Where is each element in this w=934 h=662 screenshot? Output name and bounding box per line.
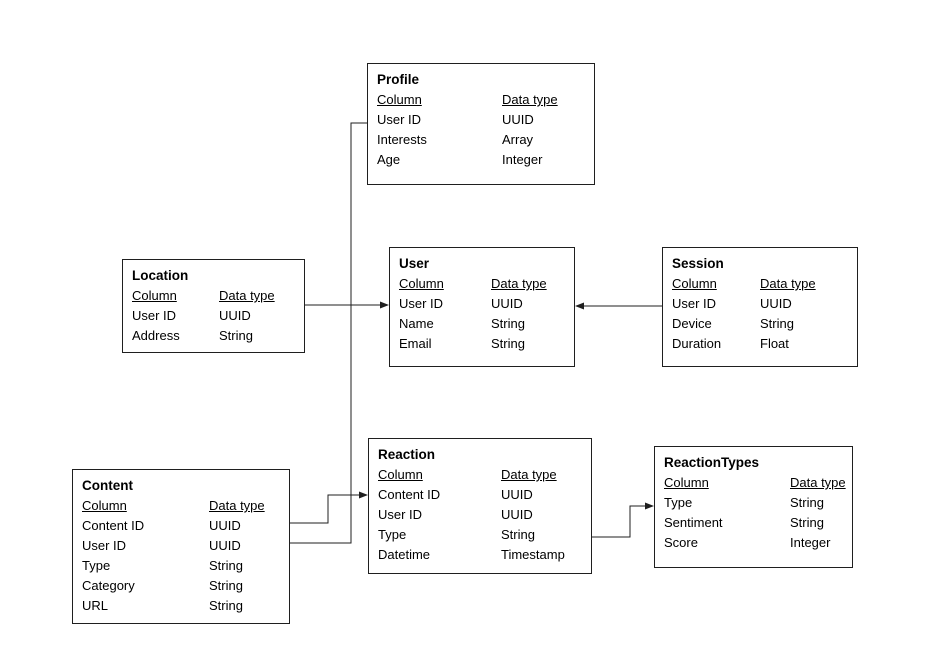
arrowhead-into-reaction [359,491,368,499]
column-datatype: UUID [760,296,792,311]
column-datatype: Array [502,132,534,147]
column-datatype: String [209,598,243,613]
column-datatype: Timestamp [501,547,565,562]
column-datatype: UUID [209,538,241,553]
column-header: Column [664,475,709,490]
column-name: Content ID [82,518,145,533]
column-name: User ID [132,308,177,323]
column-name: User ID [377,112,422,127]
column-header: Column [132,288,177,303]
column-name: User ID [399,296,444,311]
column-name: User ID [378,507,423,522]
column-datatype: UUID [501,487,533,502]
column-datatype: UUID [501,507,533,522]
connector-content-reaction [290,494,366,524]
column-name: User ID [672,296,717,311]
column-name: Sentiment [664,515,723,530]
arrowhead-into-user-left [380,301,389,309]
arrowhead-into-reactiontypes [645,502,654,510]
column-header: Column [82,498,127,513]
column-name: Device [672,316,712,331]
datatype-header: Data type [209,498,265,513]
column-datatype: String [760,316,794,331]
column-name: Email [399,336,432,351]
column-datatype: UUID [502,112,534,127]
datatype-header: Data type [491,276,547,291]
table-title: ReactionTypes [664,455,760,470]
column-datatype: String [209,578,243,593]
datatype-header: Data type [501,467,557,482]
column-name: Type [82,558,111,573]
table-title: Location [132,268,189,283]
column-datatype: String [491,336,525,351]
column-datatype: String [790,495,824,510]
column-datatype: String [209,558,243,573]
column-name: Category [82,578,135,593]
column-datatype: Integer [502,152,543,167]
column-name: Address [132,328,180,343]
column-datatype: String [219,328,253,343]
datatype-header: Data type [219,288,275,303]
column-datatype: UUID [219,308,251,323]
column-name: Datetime [378,547,431,562]
table-title: Content [82,478,133,493]
column-datatype: UUID [491,296,523,311]
column-name: URL [82,598,109,613]
arrowhead-into-user-right [575,302,584,310]
column-datatype: Integer [790,535,831,550]
column-header: Column [378,467,423,482]
column-name: User ID [82,538,127,553]
column-datatype: UUID [209,518,241,533]
column-header: Column [399,276,444,291]
column-name: Age [377,152,401,167]
column-datatype: String [491,316,525,331]
column-name: Score [664,535,698,550]
column-name: Content ID [378,487,441,502]
column-datatype: String [790,515,824,530]
column-name: Name [399,316,434,331]
connector-reaction-reactiontypes [592,505,652,538]
column-name: Duration [672,336,722,351]
table-title: Reaction [378,447,436,462]
table-title: User [399,256,430,271]
column-name: Type [664,495,693,510]
column-datatype: Float [760,336,789,351]
column-name: Type [378,527,407,542]
column-name: Interests [377,132,427,147]
table-title: Profile [377,72,420,87]
column-datatype: String [501,527,535,542]
datatype-header: Data type [502,92,558,107]
column-header: Column [672,276,717,291]
column-header: Column [377,92,422,107]
datatype-header: Data type [790,475,846,490]
table-title: Session [672,256,724,271]
datatype-header: Data type [760,276,816,291]
